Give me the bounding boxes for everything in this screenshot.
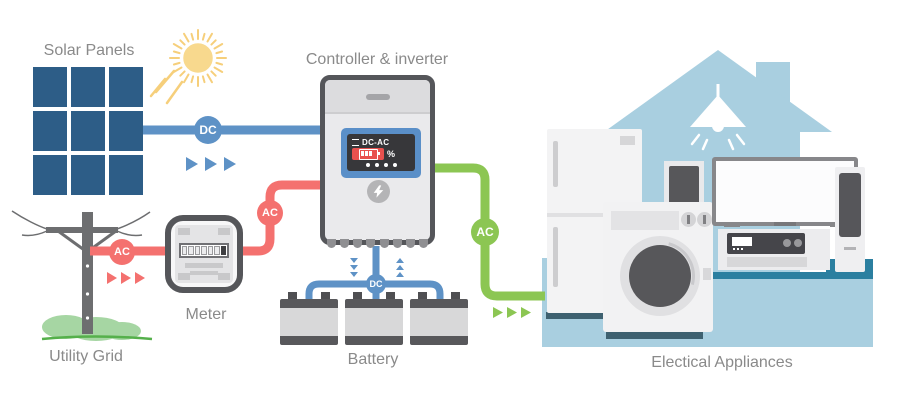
pendant-lamp-icon — [690, 84, 746, 151]
solar-cell — [109, 67, 143, 107]
badge-dc-battery: DC — [366, 274, 386, 294]
tower-speaker-icon — [835, 167, 865, 272]
controller-screen: DC-AC % — [347, 134, 415, 171]
controller-terminals — [327, 239, 428, 248]
floor-teal-band — [705, 272, 873, 279]
av-receiver-icon — [727, 233, 805, 254]
tv-stand-icon — [718, 229, 830, 270]
utility-pole-icon — [11, 210, 151, 334]
dc-flow-arrows — [186, 157, 404, 277]
sun-icon — [149, 29, 227, 105]
solar-cell — [71, 155, 105, 195]
meter-bar — [185, 263, 223, 268]
meter-digit-display — [179, 243, 229, 258]
battery-unit-2 — [345, 292, 403, 345]
meter-bar — [190, 271, 218, 275]
label-utility-grid: Utility Grid — [49, 348, 123, 365]
floor-right — [705, 272, 873, 347]
ac-grid-flow-arrows — [107, 272, 145, 284]
solar-cell — [33, 111, 67, 151]
badge-ac-house: AC — [471, 218, 499, 246]
meter-panel — [175, 225, 233, 283]
sun-beams — [149, 69, 184, 105]
solar-cell — [71, 111, 105, 151]
ac-house-flow-arrows — [493, 307, 531, 318]
meter-device — [165, 215, 243, 293]
solar-cell — [33, 155, 67, 195]
solar-cell — [33, 67, 67, 107]
label-meter: Meter — [185, 306, 227, 323]
battery-unit-1 — [280, 292, 338, 345]
percent-symbol: % — [387, 149, 396, 159]
label-battery: Battery — [347, 351, 399, 368]
battery-unit-3 — [410, 292, 468, 345]
solar-cell — [71, 67, 105, 107]
battery-icon — [358, 148, 380, 160]
label-appliances: Electical Appliances — [651, 354, 793, 371]
controller-display: DC-AC % — [341, 128, 421, 178]
washer-shadow-strip — [606, 331, 703, 339]
badge-ac-grid: AC — [109, 239, 135, 265]
display-mode-text: DC-AC — [362, 137, 390, 147]
lightning-logo-icon — [367, 180, 390, 203]
label-solar-panels: Solar Panels — [43, 42, 135, 59]
solar-cell — [109, 111, 143, 151]
controller-inverter-device: DC-AC % — [320, 75, 435, 248]
badge-ac-meter: AC — [257, 200, 283, 226]
label-controller: Controller & inverter — [305, 51, 449, 68]
controller-vent-slot — [365, 94, 390, 100]
solar-cell — [109, 155, 143, 195]
badge-dc-solar: DC — [194, 116, 222, 144]
washing-machine-icon — [603, 202, 713, 332]
menu-bars-icon — [352, 138, 359, 146]
controller-top-panel — [325, 80, 430, 114]
display-buttons — [352, 163, 410, 167]
ground-line — [41, 335, 153, 341]
fridge-shadow-strip — [546, 312, 607, 319]
battery-level-indicator — [352, 148, 384, 160]
solar-panels-icon — [33, 67, 143, 195]
tv-icon — [712, 157, 858, 227]
